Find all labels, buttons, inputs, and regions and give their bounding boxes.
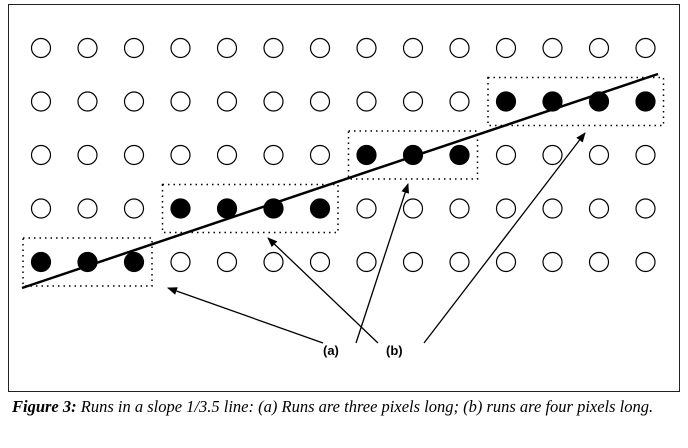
empty-pixel <box>542 144 563 166</box>
empty-pixel <box>635 251 656 273</box>
filled-pixel <box>449 144 470 166</box>
arrow-a-run3 <box>355 183 410 344</box>
empty-pixel <box>123 91 145 112</box>
arrow-b-run4 <box>423 132 586 344</box>
pointer-arrows <box>167 132 586 344</box>
arrow-b-run2 <box>267 237 379 344</box>
empty-pixel <box>356 198 377 219</box>
empty-pixel <box>588 144 610 166</box>
empty-pixel <box>309 91 331 112</box>
empty-pixel <box>542 198 563 219</box>
empty-pixel <box>263 91 284 112</box>
filled-pixel <box>635 91 656 112</box>
empty-pixel <box>309 37 331 59</box>
empty-pixel <box>588 198 610 219</box>
empty-pixel <box>449 37 470 59</box>
empty-pixel <box>77 144 98 166</box>
empty-pixel <box>635 198 656 219</box>
empty-pixel <box>449 198 470 219</box>
empty-pixel <box>635 37 656 59</box>
empty-pixel <box>30 198 52 219</box>
empty-pixel <box>123 198 145 219</box>
empty-pixel <box>309 251 331 273</box>
empty-pixel <box>77 91 98 112</box>
empty-pixel <box>588 37 610 59</box>
empty-pixel <box>495 198 517 219</box>
empty-pixel <box>170 37 191 59</box>
caption-label: Figure 3: <box>12 397 77 416</box>
empty-pixel <box>449 91 470 112</box>
empty-pixel <box>356 251 377 273</box>
empty-pixel <box>123 37 145 59</box>
pixel-grid <box>30 37 656 273</box>
empty-pixel <box>402 91 424 112</box>
filled-pixel <box>30 251 52 273</box>
caption-text: Runs in a slope 1/3.5 line: (a) Runs are… <box>76 397 654 416</box>
empty-pixel <box>495 251 517 273</box>
filled-pixel <box>402 144 424 166</box>
filled-pixel <box>216 198 238 219</box>
empty-pixel <box>123 144 145 166</box>
empty-pixel <box>495 144 517 166</box>
empty-pixel <box>216 251 238 273</box>
empty-pixel <box>356 37 377 59</box>
empty-pixel <box>635 144 656 166</box>
run-box <box>22 237 153 287</box>
empty-pixel <box>402 37 424 59</box>
empty-pixel <box>542 251 563 273</box>
empty-pixel <box>495 37 517 59</box>
filled-pixel <box>309 198 331 219</box>
figure-caption: Figure 3: Runs in a slope 1/3.5 line: (a… <box>12 397 682 417</box>
filled-pixel <box>495 91 517 112</box>
empty-pixel <box>170 91 191 112</box>
run-box <box>161 183 339 234</box>
filled-pixel <box>542 91 563 112</box>
empty-pixel <box>402 198 424 219</box>
empty-pixel <box>30 144 52 166</box>
arrow-a-run1 <box>167 287 324 344</box>
slope-line <box>21 72 659 290</box>
empty-pixel <box>588 251 610 273</box>
empty-pixel <box>170 144 191 166</box>
empty-pixel <box>449 251 470 273</box>
filled-pixel <box>123 251 145 273</box>
empty-pixel <box>263 144 284 166</box>
empty-pixel <box>263 37 284 59</box>
filled-pixel <box>356 144 377 166</box>
empty-pixel <box>30 37 52 59</box>
empty-pixel <box>263 251 284 273</box>
empty-pixel <box>216 91 238 112</box>
empty-pixel <box>30 91 52 112</box>
run-box <box>347 130 479 180</box>
label-b: (b) <box>386 343 403 358</box>
empty-pixel <box>356 91 377 112</box>
empty-pixel <box>309 144 331 166</box>
figure-frame <box>8 4 680 392</box>
empty-pixel <box>77 37 98 59</box>
empty-pixel <box>170 251 191 273</box>
empty-pixel <box>216 37 238 59</box>
filled-pixel <box>170 198 191 219</box>
empty-pixel <box>77 198 98 219</box>
run-boxes <box>22 76 665 287</box>
empty-pixel <box>402 251 424 273</box>
run-box <box>487 76 665 127</box>
label-a: (a) <box>323 343 339 358</box>
empty-pixel <box>216 144 238 166</box>
empty-pixel <box>542 37 563 59</box>
